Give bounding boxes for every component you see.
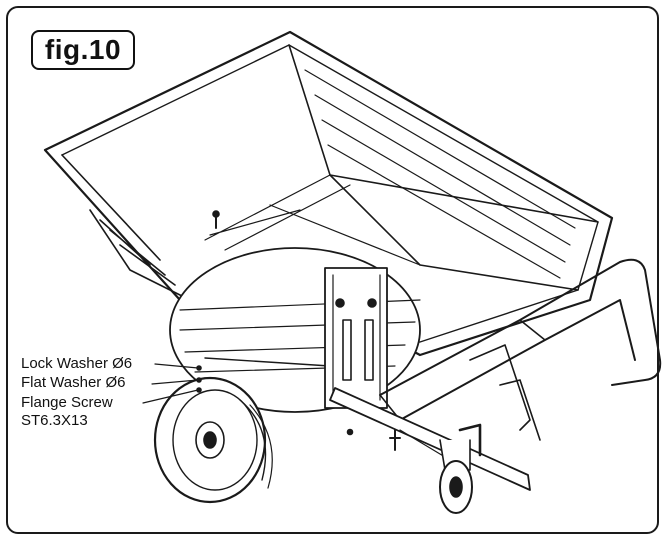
callout-flange-screw-spec: ST6.3X13 [20, 412, 89, 429]
callout-flat-washer: Flat Washer Ø6 [20, 374, 127, 391]
handle-frame [379, 258, 662, 421]
tub-ribs [304, 69, 576, 279]
tub-floor-ribs [204, 174, 421, 266]
tub-front-side [89, 209, 191, 301]
figure-label: fig.10 [31, 30, 135, 70]
leader-lock-washer [154, 363, 199, 369]
callout-flange-screw: Flange Screw [20, 394, 114, 411]
callout-lock-washer: Lock Washer Ø6 [20, 355, 134, 372]
leader-flat-washer [151, 379, 199, 385]
leader-flange-screw [142, 389, 199, 404]
